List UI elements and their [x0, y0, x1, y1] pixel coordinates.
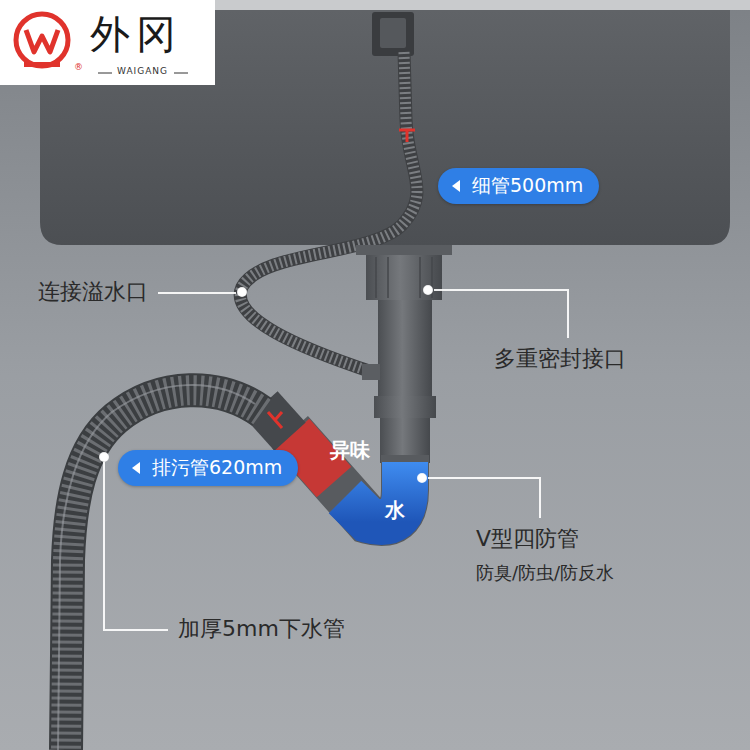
callout-label: 加厚5mm下水管 [178, 616, 345, 642]
dimension-text: 细管500mm [472, 174, 583, 198]
brand-logo-box: 外冈 WAIGANG [0, 0, 215, 85]
brand-latin-name: WAIGANG [117, 67, 168, 77]
water-label: 水 [385, 498, 405, 522]
dimension-text: 排污管620mm [152, 456, 282, 480]
pointer-triangle [452, 180, 460, 192]
callout-sublabel: 防臭/防虫/防反水 [476, 562, 614, 584]
registered-mark: ® [74, 62, 83, 73]
dimension-pill: 细管500mm [438, 168, 599, 204]
dimension-pill: 排污管620mm [118, 450, 298, 486]
callout-label: 多重密封接口 [494, 346, 626, 372]
odor-label: 异味 [330, 438, 370, 462]
brand-name: 外冈 [90, 12, 182, 56]
callout-label: V型四防管 [476, 526, 579, 552]
pointer-triangle [132, 462, 140, 474]
callout-label: 连接溢水口 [38, 279, 148, 305]
